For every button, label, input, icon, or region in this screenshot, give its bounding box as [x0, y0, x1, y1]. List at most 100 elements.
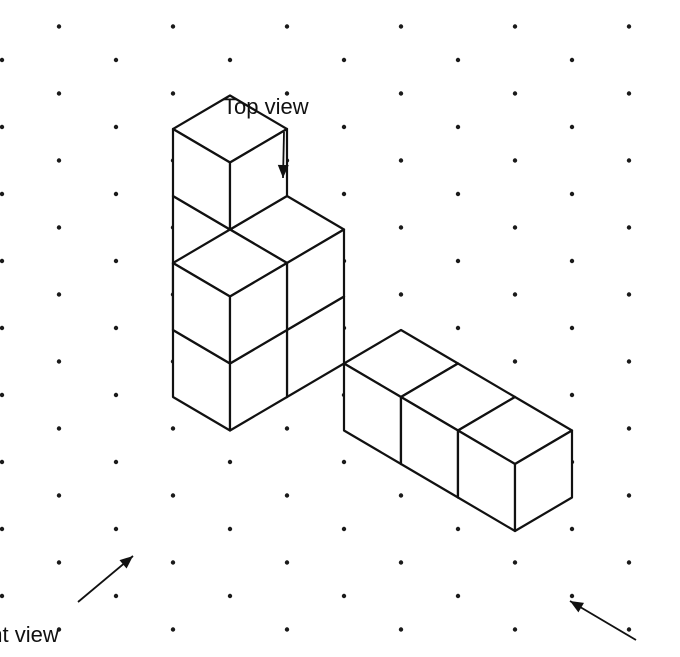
top-view-arrow	[277, 131, 289, 179]
grid-dot	[56, 91, 62, 96]
grid-dot	[455, 258, 461, 264]
grid-dot	[398, 91, 404, 96]
grid-dot	[626, 91, 632, 96]
grid-dot	[56, 24, 62, 29]
grid-dot	[455, 593, 461, 599]
grid-dot	[227, 593, 233, 599]
grid-dot	[569, 526, 575, 532]
grid-dot	[626, 24, 632, 29]
grid-dot	[0, 593, 5, 599]
grid-dot	[56, 627, 62, 632]
grid-dot	[0, 526, 5, 532]
grid-dot	[341, 526, 347, 532]
grid-dot	[0, 191, 5, 197]
grid-dot	[455, 124, 461, 130]
front-view-label: ont view	[0, 622, 59, 647]
grid-dot	[113, 526, 119, 532]
grid-dot	[512, 225, 518, 230]
grid-dot	[626, 158, 632, 163]
grid-dot	[341, 57, 347, 63]
grid-dot	[56, 225, 62, 230]
grid-dot	[341, 459, 347, 465]
grid-dot	[569, 392, 575, 398]
grid-dot	[0, 258, 5, 264]
grid-dot	[284, 560, 290, 565]
grid-dot	[113, 191, 119, 197]
grid-dot	[0, 124, 5, 130]
cube-right-face	[228, 261, 289, 365]
grid-dot	[113, 258, 119, 264]
grid-dot	[227, 526, 233, 532]
grid-dot	[284, 627, 290, 632]
grid-dot	[455, 191, 461, 197]
grid-dot	[170, 426, 176, 431]
grid-dot	[0, 57, 5, 63]
grid-dot	[626, 225, 632, 230]
grid-dot	[113, 392, 119, 398]
grid-dot	[455, 57, 461, 63]
grid-dot	[284, 493, 290, 498]
grid-dot	[0, 459, 5, 465]
grid-dot	[284, 24, 290, 29]
grid-dot	[284, 91, 290, 96]
grid-dot	[56, 158, 62, 163]
grid-dot	[626, 426, 632, 431]
grid-dot	[113, 124, 119, 130]
grid-dot	[341, 593, 347, 599]
view-arrows	[77, 131, 637, 641]
grid-dot	[284, 426, 290, 431]
grid-dot	[512, 560, 518, 565]
grid-dot	[569, 57, 575, 63]
grid-dot	[455, 526, 461, 532]
grid-dot	[170, 627, 176, 632]
grid-dot	[626, 560, 632, 565]
side-view-arrow	[569, 600, 637, 641]
grid-dot	[398, 158, 404, 163]
grid-dot	[341, 124, 347, 130]
grid-dot	[227, 57, 233, 63]
grid-dot	[626, 493, 632, 498]
grid-dot	[0, 325, 5, 331]
grid-dot	[227, 459, 233, 465]
grid-dot	[398, 560, 404, 565]
front-view-arrow	[77, 555, 134, 603]
grid-dot	[512, 91, 518, 96]
grid-dot	[569, 191, 575, 197]
grid-dot	[512, 627, 518, 632]
grid-dot	[170, 493, 176, 498]
grid-dot	[0, 392, 5, 398]
grid-dot	[56, 359, 62, 364]
grid-dot	[113, 459, 119, 465]
grid-dot	[113, 325, 119, 331]
grid-dot	[56, 560, 62, 565]
grid-dot	[626, 627, 632, 632]
grid-dot	[512, 359, 518, 364]
grid-dot	[113, 57, 119, 63]
grid-dot	[512, 158, 518, 163]
grid-dot	[170, 24, 176, 29]
grid-dot	[569, 258, 575, 264]
grid-dot	[569, 124, 575, 130]
grid-dot	[569, 325, 575, 331]
grid-dot	[512, 292, 518, 297]
grid-dot	[170, 91, 176, 96]
grid-dot	[56, 426, 62, 431]
grid-dot	[113, 593, 119, 599]
grid-dot	[626, 359, 632, 364]
grid-dot	[398, 627, 404, 632]
grid-dot	[56, 493, 62, 498]
grid-dot	[170, 560, 176, 565]
grid-dot	[626, 292, 632, 297]
grid-dot	[398, 292, 404, 297]
grid-dot	[398, 24, 404, 29]
grid-dot	[455, 325, 461, 331]
grid-dot	[398, 493, 404, 498]
grid-dot	[341, 191, 347, 197]
cube-right-face	[228, 127, 289, 231]
grid-dot	[398, 225, 404, 230]
cube-stack	[171, 94, 574, 533]
grid-dot	[569, 593, 575, 599]
cube-right-face	[513, 429, 574, 533]
